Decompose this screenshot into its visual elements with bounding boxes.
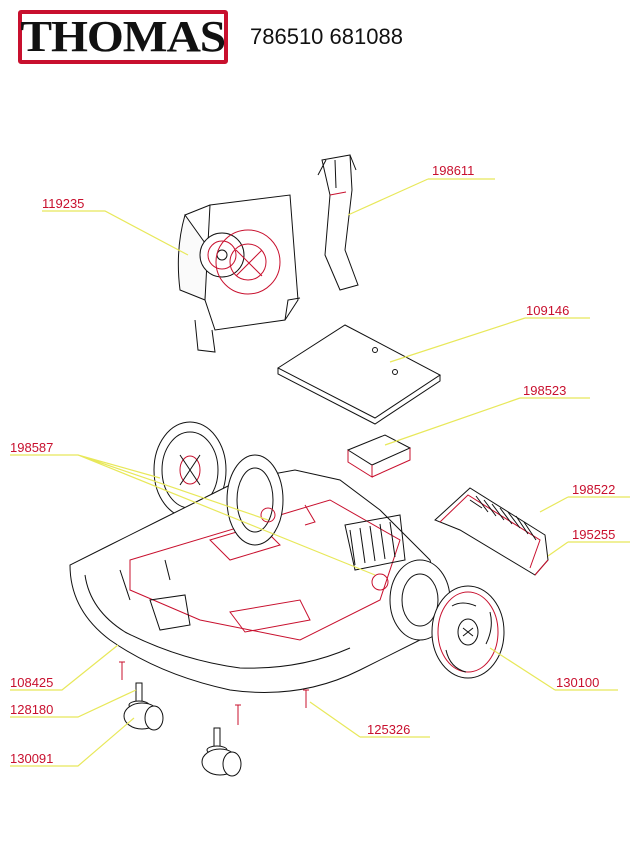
part-label-198587: 198587	[10, 440, 54, 455]
leader-119235	[42, 210, 189, 256]
leader-108425	[10, 644, 119, 691]
vacuum-body-drawing	[69, 454, 451, 693]
leader-198522	[539, 496, 630, 513]
leader-198587	[10, 454, 376, 576]
leader-128180	[10, 689, 137, 718]
rear-wheel-drawing	[431, 585, 505, 679]
leader-lines	[10, 178, 630, 767]
part-label-109146: 109146	[526, 303, 570, 318]
part-label-195255: 195255	[572, 527, 616, 542]
rear-caster-drawing	[201, 727, 242, 777]
part-label-198522: 198522	[572, 482, 616, 497]
handle-post-drawing	[317, 154, 359, 291]
leader-109146	[389, 317, 590, 363]
part-label-119235: 119235	[42, 196, 85, 211]
part-label-108425: 108425	[10, 675, 54, 690]
leader-195255	[547, 541, 630, 557]
part-label-130091: 130091	[10, 751, 54, 766]
bracket-drawing	[346, 434, 412, 478]
filter-plate-drawing	[277, 324, 441, 425]
part-label-125326: 125326	[367, 722, 411, 737]
exhaust-grille-drawing	[434, 487, 549, 576]
leader-198523	[384, 397, 590, 446]
front-caster-drawing	[123, 682, 164, 731]
logo-text: THOMAS	[20, 12, 227, 61]
part-label-198523: 198523	[523, 383, 567, 398]
part-label-130100: 130100	[556, 675, 600, 690]
screws-drawing	[119, 661, 309, 725]
motor-housing-drawing	[177, 194, 301, 353]
part-label-198611: 198611	[432, 163, 475, 178]
part-label-128180: 128180	[10, 702, 54, 717]
thomas-logo: THOMAS	[18, 10, 228, 64]
leader-130091	[10, 717, 135, 767]
leader-130100	[489, 647, 618, 691]
leader-198611	[347, 178, 495, 216]
leader-125326	[309, 701, 430, 738]
side-disc-drawing	[153, 421, 227, 519]
model-numbers: 786510 681088	[250, 24, 403, 49]
